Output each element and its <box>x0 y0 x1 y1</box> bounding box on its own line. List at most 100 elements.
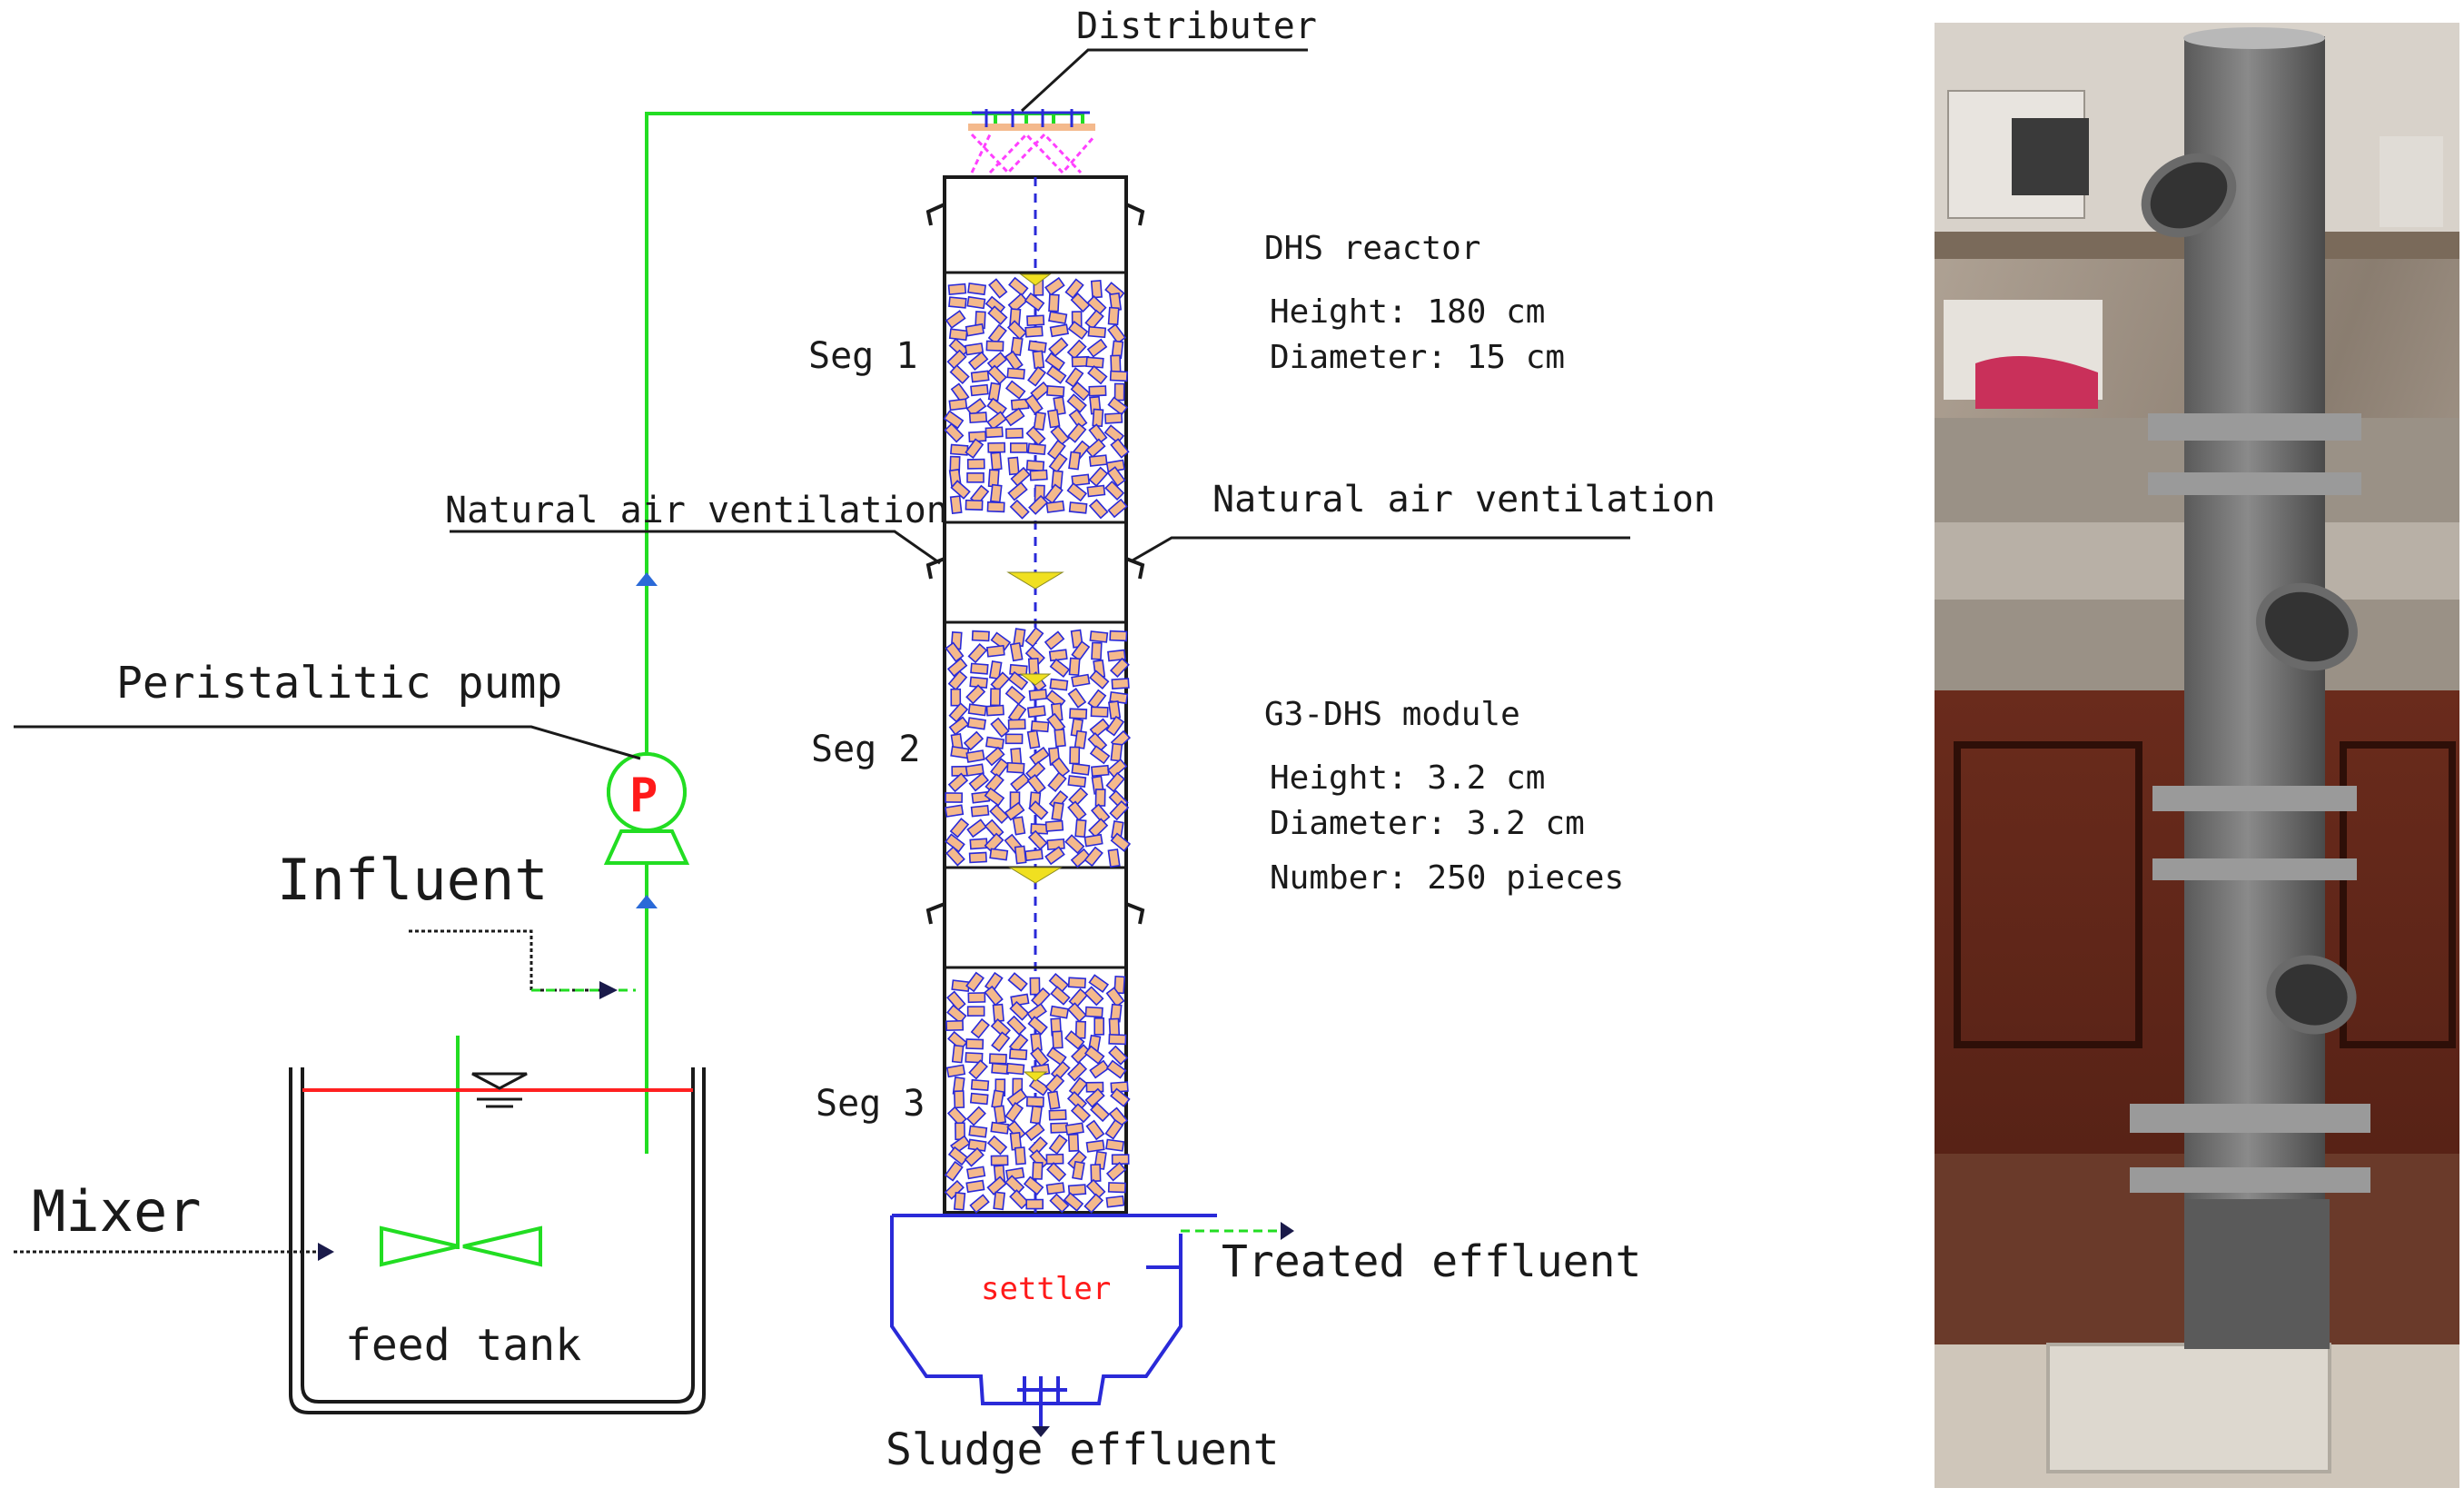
packing-sponge <box>986 397 1007 417</box>
packing-sponge <box>1030 1047 1050 1067</box>
packing-sponge <box>985 426 1004 439</box>
packing-sponge <box>947 1146 969 1166</box>
distributor-icon <box>968 109 1096 175</box>
treated-label: Treated effluent <box>1222 1236 1641 1287</box>
packing-sponge <box>1004 801 1025 821</box>
packing-sponge <box>1111 1154 1130 1166</box>
packing-sponge <box>1105 987 1125 1007</box>
packing-sponge <box>1067 1133 1080 1152</box>
packing-sponge <box>1087 731 1108 753</box>
packing-sponge <box>1009 641 1024 662</box>
packing-sponge <box>1104 1118 1124 1140</box>
packing-sponge <box>965 1106 986 1126</box>
packing-sponge <box>1054 728 1066 748</box>
packing-sponge <box>993 1191 1006 1211</box>
packing-sponge <box>1007 719 1026 730</box>
packing-sponge <box>1044 483 1064 505</box>
packing-sponge <box>1048 337 1069 357</box>
packing-sponge <box>1004 733 1024 745</box>
packing-sponge <box>1091 641 1103 660</box>
packing-sponge <box>1028 1076 1050 1096</box>
packing-sponge <box>1044 819 1064 832</box>
packing-sponge <box>986 351 1008 372</box>
distributer-label: Distributer <box>1076 5 1317 47</box>
packing-sponge <box>1067 320 1089 341</box>
packing-sponge <box>1084 833 1103 848</box>
packing-sponge <box>1113 382 1125 402</box>
packing-sponge <box>1025 760 1046 781</box>
packing-sponge <box>949 818 970 838</box>
packing-sponge <box>1067 775 1087 788</box>
packing-sponge <box>970 1078 990 1092</box>
packing-sponge <box>1088 423 1108 444</box>
packing-sponge <box>1085 1119 1105 1141</box>
packing-sponge <box>1046 385 1065 398</box>
packing-sponge <box>992 1003 1004 1023</box>
packing-sponge <box>1066 393 1087 413</box>
packing-sponge <box>1029 469 1048 481</box>
packing-sponge <box>1068 787 1089 808</box>
packing-sponge <box>1105 1059 1127 1079</box>
packing-sponge <box>1014 845 1027 865</box>
packing-sponge <box>1045 500 1065 513</box>
packing-sponge <box>985 644 1005 658</box>
packing-sponge <box>1066 422 1087 443</box>
packing-sponge <box>945 310 966 329</box>
mixer-label: Mixer <box>32 1178 202 1245</box>
packing-sponge <box>968 851 987 864</box>
packing-sponge <box>1109 657 1130 679</box>
packing-sponge <box>1084 1087 1105 1108</box>
packing-sponge <box>1110 832 1132 852</box>
packing-sponge <box>1068 408 1088 430</box>
packing-sponge <box>1048 311 1068 325</box>
packing-sponge <box>966 1006 985 1017</box>
packing-sponge <box>1088 818 1109 838</box>
packing-sponge <box>985 340 1004 352</box>
packing-sponge <box>1089 1059 1110 1079</box>
packing-sponge <box>990 1155 1009 1166</box>
packing-sponge <box>989 848 1009 861</box>
packing-sponge <box>1066 482 1088 502</box>
packing-sponge <box>1064 278 1084 299</box>
packing-sponge <box>1064 1030 1085 1050</box>
packing-sponge <box>963 730 985 751</box>
feed-tank-label: feed tank <box>345 1320 581 1371</box>
feed-pipe <box>456 112 1084 1249</box>
packing-sponge <box>1084 1045 1105 1065</box>
packing-sponge <box>985 736 1005 749</box>
packing-sponge <box>969 1194 990 1214</box>
packing-sponge <box>1025 425 1046 446</box>
packing-sponge <box>986 1176 1007 1195</box>
packing-sponge <box>1070 848 1092 868</box>
packing-sponge <box>1109 630 1128 642</box>
packing-sponge <box>1110 354 1122 373</box>
packing-sponge <box>1049 658 1071 679</box>
packing-sponge <box>1046 1047 1067 1066</box>
packing-sponge <box>946 990 966 1011</box>
packing-sponge <box>964 1146 985 1167</box>
packing-sponge <box>1090 706 1109 718</box>
packing-sponge <box>1025 1198 1044 1210</box>
pump-leader <box>14 725 641 760</box>
packing-sponge <box>1009 499 1030 520</box>
packing-sponge <box>950 745 970 759</box>
packing-sponge <box>969 1092 989 1106</box>
packing-sponge <box>1048 649 1068 662</box>
packing-sponge <box>1008 1048 1028 1061</box>
pump-icon: P <box>603 752 690 865</box>
valve-icons <box>636 572 658 908</box>
packing-sponge <box>1089 630 1109 643</box>
influent-label: Influent <box>277 847 549 913</box>
packing-sponge <box>1014 1146 1026 1166</box>
module-height: Height: 3.2 cm <box>1270 759 1545 797</box>
packing-sponge <box>1074 818 1087 838</box>
packing-sponge <box>1028 494 1049 515</box>
packing-sponge <box>1074 729 1087 749</box>
packing-sponge <box>967 703 987 717</box>
packing-sponge <box>1110 438 1130 459</box>
packing-sponge <box>1004 380 1026 400</box>
packing-sponge <box>970 662 989 675</box>
packing-sponge <box>967 282 987 296</box>
packing-sponge <box>1004 685 1026 706</box>
reactor-title: DHS reactor <box>1264 230 1480 267</box>
